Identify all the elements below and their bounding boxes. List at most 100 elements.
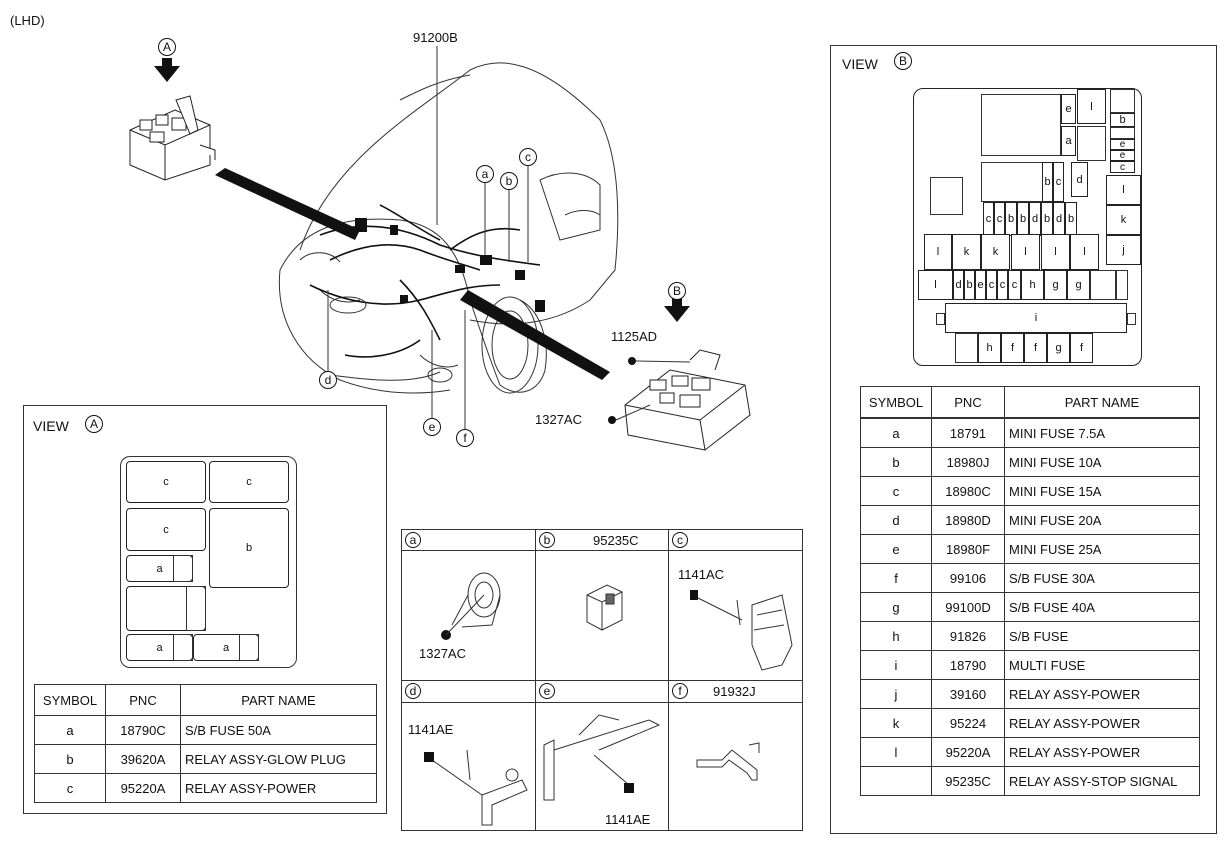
pnc-cell: 39620A <box>105 744 181 774</box>
view-b-fuse-d-r2: d <box>1053 202 1065 236</box>
view-b-tab-right <box>1127 313 1136 325</box>
detail-f-title: 91932J <box>713 684 756 699</box>
view-b-fuse-h-r3: h <box>1021 270 1044 300</box>
part-name-cell: MINI FUSE 15A <box>1004 476 1200 506</box>
divider <box>402 680 802 681</box>
bolt-pnc-label: 1125AD <box>611 329 658 344</box>
detail-e-symbol: e <box>539 683 555 699</box>
view-b-fuse-b-r1: b <box>1042 162 1053 202</box>
divider <box>402 702 802 703</box>
detail-c-part: 1141AC <box>678 567 725 582</box>
view-a-fuse-a-2-tab <box>173 634 193 661</box>
vehicle-harness-illustration <box>129 46 751 451</box>
part-name-cell: RELAY ASSY-POWER <box>180 773 377 803</box>
view-a-fuse-a-1: a <box>126 555 193 582</box>
view-b-relay-k: k <box>981 234 1010 270</box>
pnc-cell: 18791 <box>931 418 1005 448</box>
pnc-cell: 18980J <box>931 447 1005 477</box>
view-a-parts-table: SYMBOL PNC PART NAME a 18790C S/B FUSE 5… <box>34 684 377 803</box>
symbol-cell: k <box>860 708 932 738</box>
detail-d-part: 1141AE <box>408 722 454 737</box>
pnc-cell: 18790 <box>931 650 1005 680</box>
view-b-panel: VIEW B e l a b e e c b c d c c b b d b d… <box>830 45 1217 834</box>
symbol-cell: c <box>34 773 106 803</box>
view-b-fuse-c-r3: c <box>1008 270 1021 300</box>
view-b-fuse-h-bottom: h <box>978 333 1001 363</box>
detail-c-bracket-drawing <box>690 590 793 671</box>
view-b-relay-j: j <box>1106 235 1141 265</box>
view-a-fuse-a-2: a <box>126 634 193 661</box>
nut-pnc-label: 1327AC <box>535 412 582 427</box>
view-b-fuse-b-r3: b <box>964 270 975 300</box>
view-a-title-marker: A <box>85 415 103 433</box>
view-b-fuse-f-bottom: f <box>1070 333 1093 363</box>
pnc-cell: 95220A <box>931 737 1005 767</box>
table-row: c 95220A RELAY ASSY-POWER <box>34 773 377 803</box>
view-b-fuse-d-r3: d <box>953 270 964 300</box>
detail-a-symbol: a <box>405 532 421 548</box>
pnc-cell: 91826 <box>931 621 1005 651</box>
view-b-relay-l-top: l <box>1077 89 1106 124</box>
part-name-cell: MINI FUSE 20A <box>1004 505 1200 535</box>
view-a-relay-c-2: c <box>209 461 289 503</box>
pnc-cell: 95224 <box>931 708 1005 738</box>
view-b-blank-slot <box>1110 127 1135 139</box>
view-a-relay-c-3: c <box>126 508 206 551</box>
part-name-cell: MULTI FUSE <box>1004 650 1200 680</box>
view-b-relay-k: k <box>952 234 981 270</box>
harness-pnc-label: 91200B <box>413 30 458 45</box>
callout-a: a <box>476 165 494 183</box>
view-b-fuse-c-r2: c <box>994 202 1005 236</box>
pnc-cell: 39160 <box>931 679 1005 709</box>
view-a-header-symbol: SYMBOL <box>34 684 106 716</box>
part-name-cell: S/B FUSE <box>1004 621 1200 651</box>
view-b-fuse-g-r3: g <box>1044 270 1067 300</box>
view-b-relay-l: l <box>1011 234 1040 270</box>
view-b-multi-fuse: i <box>945 303 1127 333</box>
part-name-cell: RELAY ASSY-POWER <box>1004 737 1200 767</box>
view-b-header-part-name: PART NAME <box>1004 386 1200 418</box>
view-b-title: VIEW <box>842 56 878 72</box>
pnc-cell: 18790C <box>105 715 181 745</box>
view-a-fuse-a-3: a <box>193 634 259 661</box>
pnc-cell: 95235C <box>931 766 1005 796</box>
symbol-cell: g <box>860 592 932 622</box>
view-b-title-marker: B <box>894 52 912 70</box>
view-b-relay-l-right: l <box>1106 175 1141 205</box>
detail-b-title: 95235C <box>593 533 639 548</box>
symbol-cell: l <box>860 737 932 767</box>
view-b-blank-slot <box>1116 270 1128 300</box>
view-b-blank-slot <box>1077 126 1106 161</box>
view-a-marker: A <box>158 38 176 56</box>
detail-d-symbol: d <box>405 683 421 699</box>
view-b-blank-slot <box>955 333 978 363</box>
view-a-fuse-a-3-tab <box>239 634 259 661</box>
pnc-cell: 99106 <box>931 563 1005 593</box>
symbol-cell: e <box>860 534 932 564</box>
view-b-fuse-c-r3: c <box>997 270 1008 300</box>
view-a-header-part-name: PART NAME <box>180 684 377 716</box>
symbol-cell: d <box>860 505 932 535</box>
part-name-cell: S/B FUSE 50A <box>180 715 377 745</box>
pnc-cell: 95220A <box>105 773 181 803</box>
view-b-fuse-e-top: e <box>1061 94 1076 124</box>
detail-f-symbol: f <box>672 683 688 699</box>
view-b-fuse-b-top: b <box>1110 113 1135 127</box>
view-b-fuse-area <box>981 162 1043 202</box>
view-b-relay-k-right: k <box>1106 205 1141 235</box>
view-b-fuse-b-r2: b <box>1017 202 1029 236</box>
table-row: b 39620A RELAY ASSY-GLOW PLUG <box>34 744 377 774</box>
view-b-fuse-c-r3: c <box>986 270 997 300</box>
callout-b: b <box>500 172 518 190</box>
view-b-tab-left <box>936 313 945 325</box>
view-b-blank-left <box>930 177 963 215</box>
detail-d-bracket-drawing <box>424 749 528 826</box>
view-b-relay-l-row3: l <box>918 270 953 300</box>
